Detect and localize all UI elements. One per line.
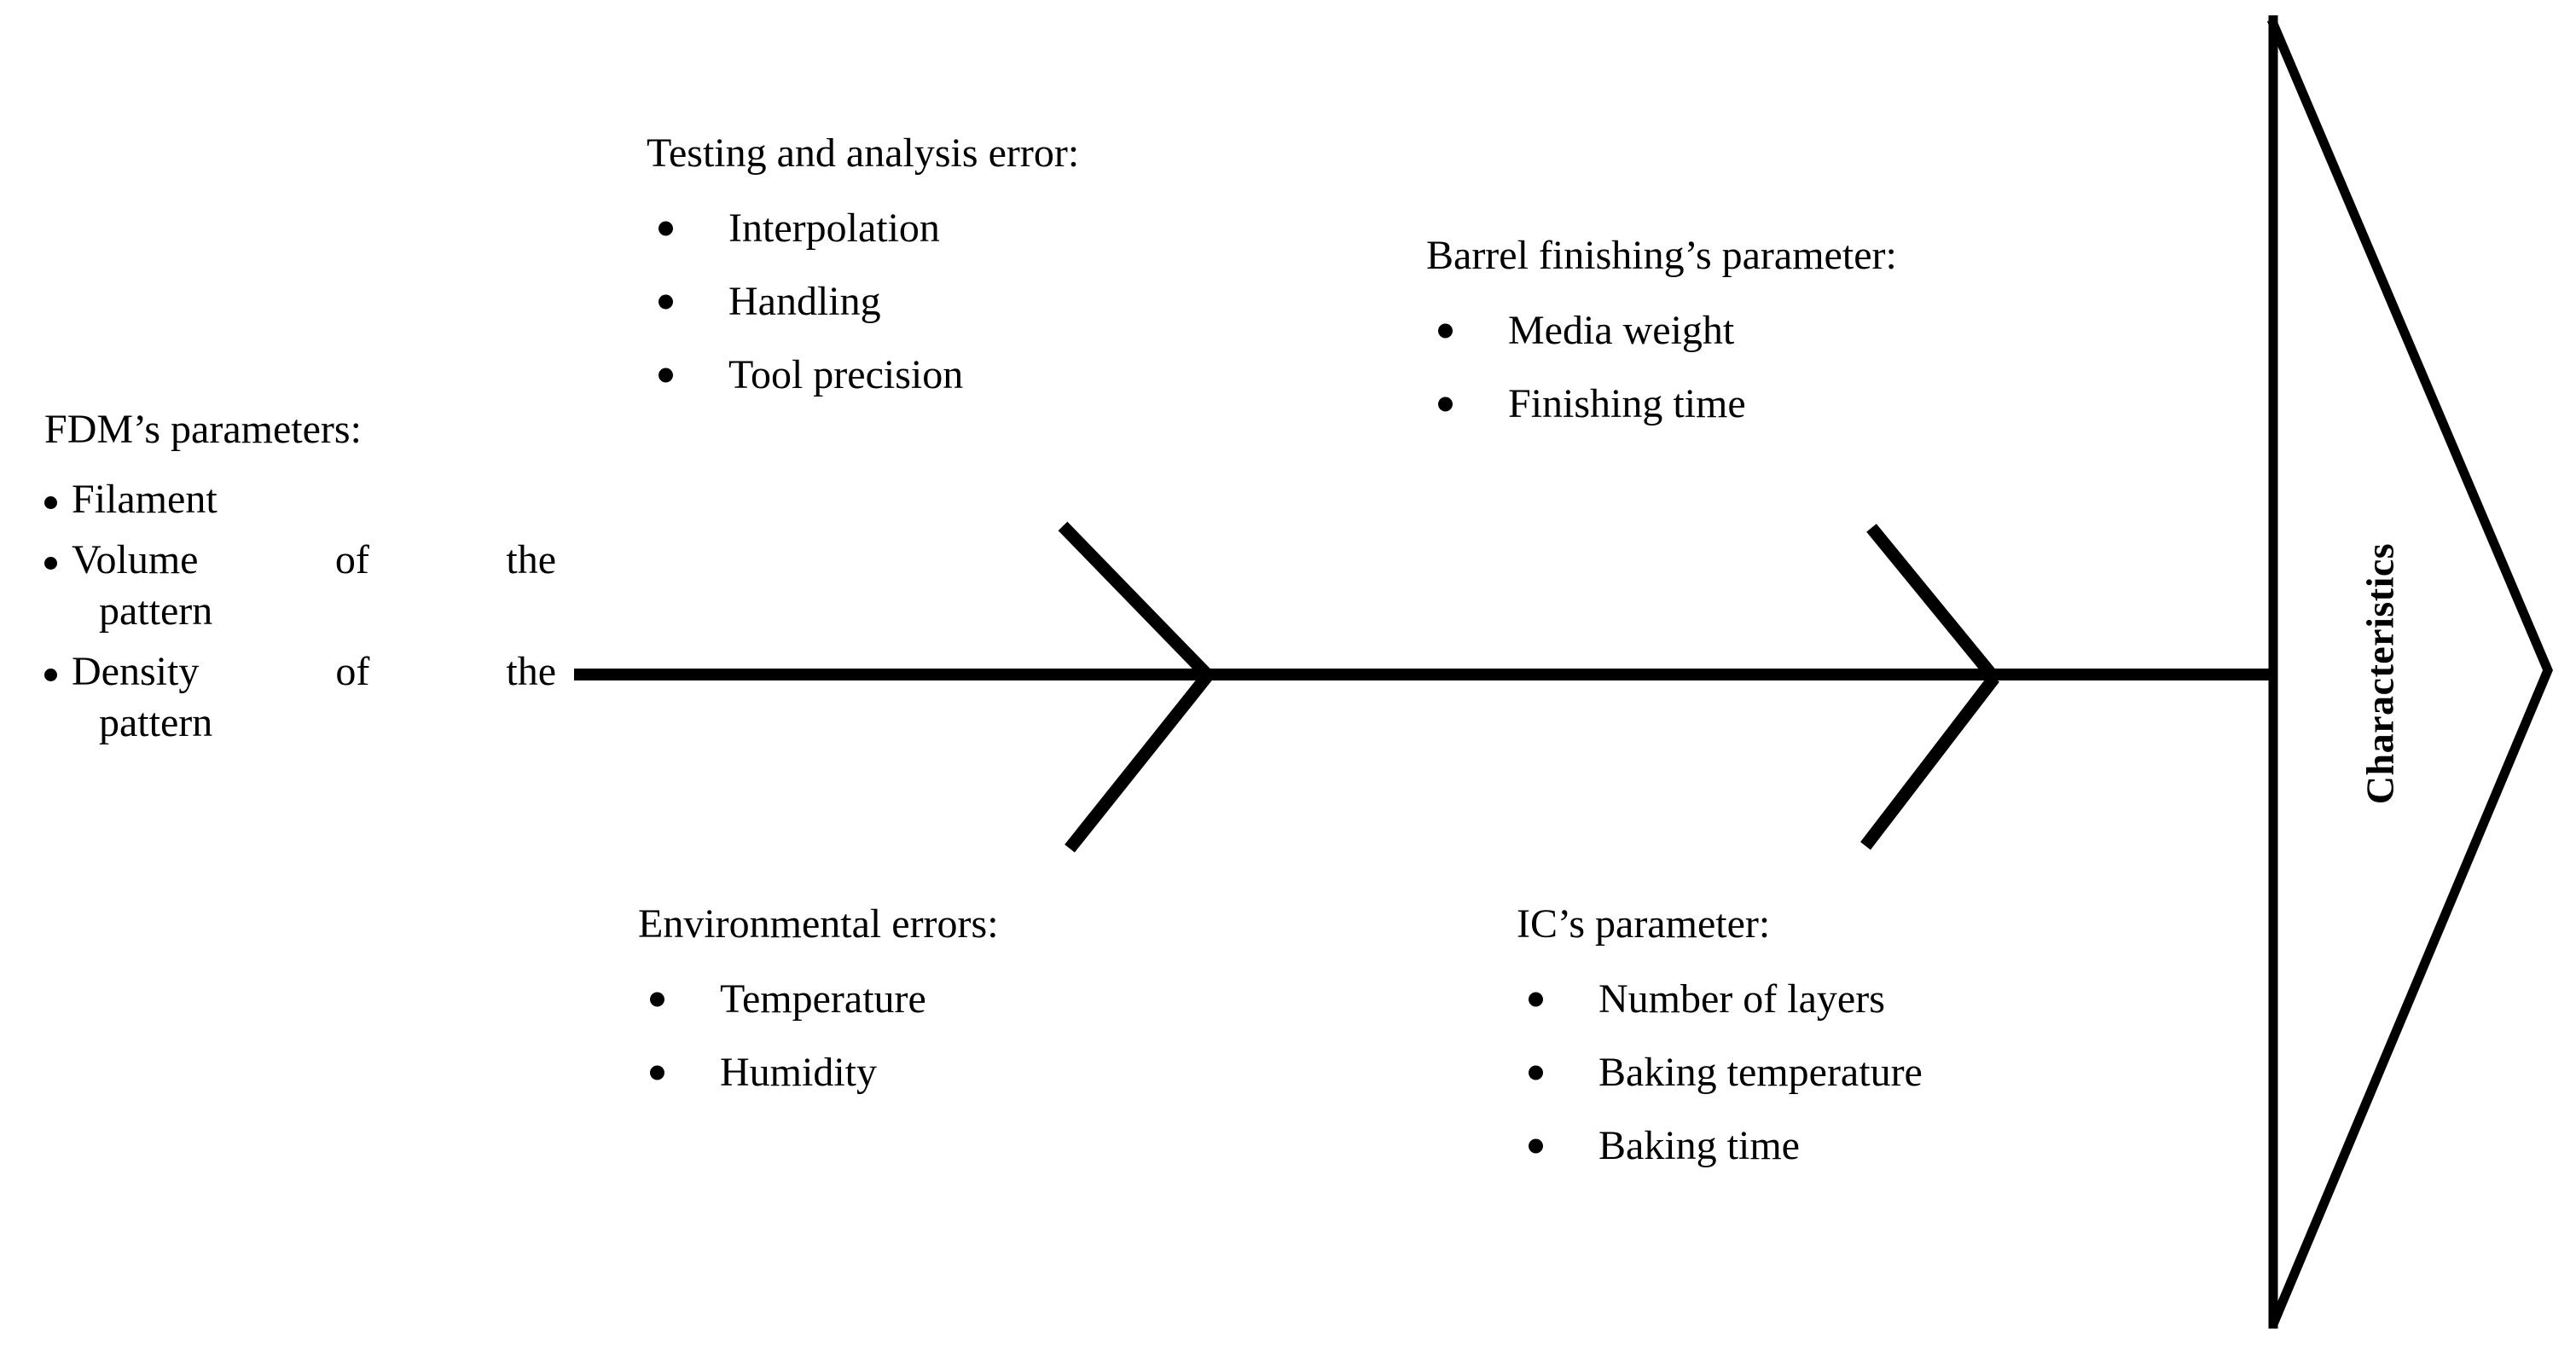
bullet-icon [44, 668, 57, 681]
category-items-testing: Interpolation Handling Tool precision [647, 203, 1079, 401]
list-item-label-line1: Volume of the [72, 536, 556, 582]
category-title-environmental: Environmental errors: [638, 901, 999, 947]
bullet-icon [659, 221, 673, 236]
category-items-ic: Number of layers Baking temperature Baki… [1517, 974, 1923, 1172]
list-item-label: Handling [728, 279, 881, 324]
list-item: Baking temperature [1517, 1047, 1923, 1098]
category-block-ic: IC’s parameter: Number of layers Baking … [1517, 899, 1923, 1172]
bullet-icon [1438, 397, 1453, 412]
list-item-label: Media weight [1508, 308, 1735, 353]
list-item: Number of layers [1517, 974, 1923, 1025]
bullet-icon [650, 992, 664, 1007]
list-item: Finishing time [1426, 379, 1897, 430]
list-item: Interpolation [647, 203, 1079, 254]
list-item: Handling [647, 276, 1079, 327]
bullet-icon [1529, 992, 1543, 1007]
list-item-label-line2: pattern [99, 700, 213, 746]
category-block-testing: Testing and analysis error: Interpolatio… [647, 128, 1079, 401]
category-title-testing: Testing and analysis error: [647, 130, 1080, 176]
category-title-fdm: FDM’s parameters: [44, 407, 362, 452]
list-item: Media weight [1426, 305, 1897, 356]
bullet-icon [1529, 1065, 1543, 1080]
category-items-environmental: Temperature Humidity [638, 974, 999, 1098]
list-item: Volume of the pattern [44, 535, 556, 638]
list-item-label: Finishing time [1508, 381, 1746, 426]
category-title-ic: IC’s parameter: [1517, 901, 1771, 947]
effect-label: Characteristics [2358, 542, 2402, 805]
category-block-barrel: Barrel finishing’s parameter: Media weig… [1426, 230, 1897, 430]
category-block-fdm: FDM’s parameters: Filament Volume of the… [44, 404, 556, 758]
list-item: Tool precision [647, 350, 1079, 401]
bullet-icon [1438, 323, 1453, 339]
bullet-icon [44, 496, 57, 510]
list-item-label: Interpolation [728, 206, 940, 251]
category-title-barrel: Barrel finishing’s parameter: [1426, 233, 1897, 278]
list-item-label: Tool precision [728, 352, 964, 397]
bullet-icon [44, 556, 57, 570]
list-item-label-line2: pattern [99, 588, 213, 634]
list-item-label: Baking time [1598, 1123, 1800, 1168]
list-item-label: Number of layers [1598, 976, 1885, 1022]
rib-upper-right-line [1866, 524, 1999, 682]
effect-arrowhead [2266, 17, 2553, 1327]
list-item-label: Baking temperature [1598, 1050, 1923, 1095]
list-item: Density of the pattern [44, 646, 556, 750]
list-item: Filament [44, 474, 556, 525]
category-items-barrel: Media weight Finishing time [1426, 305, 1897, 430]
rib-upper-left-line [1058, 521, 1213, 680]
bullet-icon [659, 368, 673, 383]
list-item-label: Filament [72, 477, 218, 523]
list-item: Baking time [1517, 1120, 1923, 1172]
list-item: Temperature [638, 974, 999, 1025]
list-item-label-line1: Density of the [72, 648, 556, 694]
bullet-icon [1529, 1138, 1543, 1154]
bullet-icon [659, 294, 673, 310]
category-items-fdm: Filament Volume of the pattern Density o… [44, 474, 556, 749]
rib-lower-left-line [1065, 671, 1213, 853]
list-item: Humidity [638, 1047, 999, 1098]
bullet-icon [650, 1065, 664, 1080]
category-block-environmental: Environmental errors: Temperature Humidi… [638, 899, 999, 1098]
list-item-label: Humidity [720, 1050, 878, 1095]
list-item-label: Temperature [720, 976, 926, 1022]
rib-lower-right-line [1860, 674, 1999, 850]
